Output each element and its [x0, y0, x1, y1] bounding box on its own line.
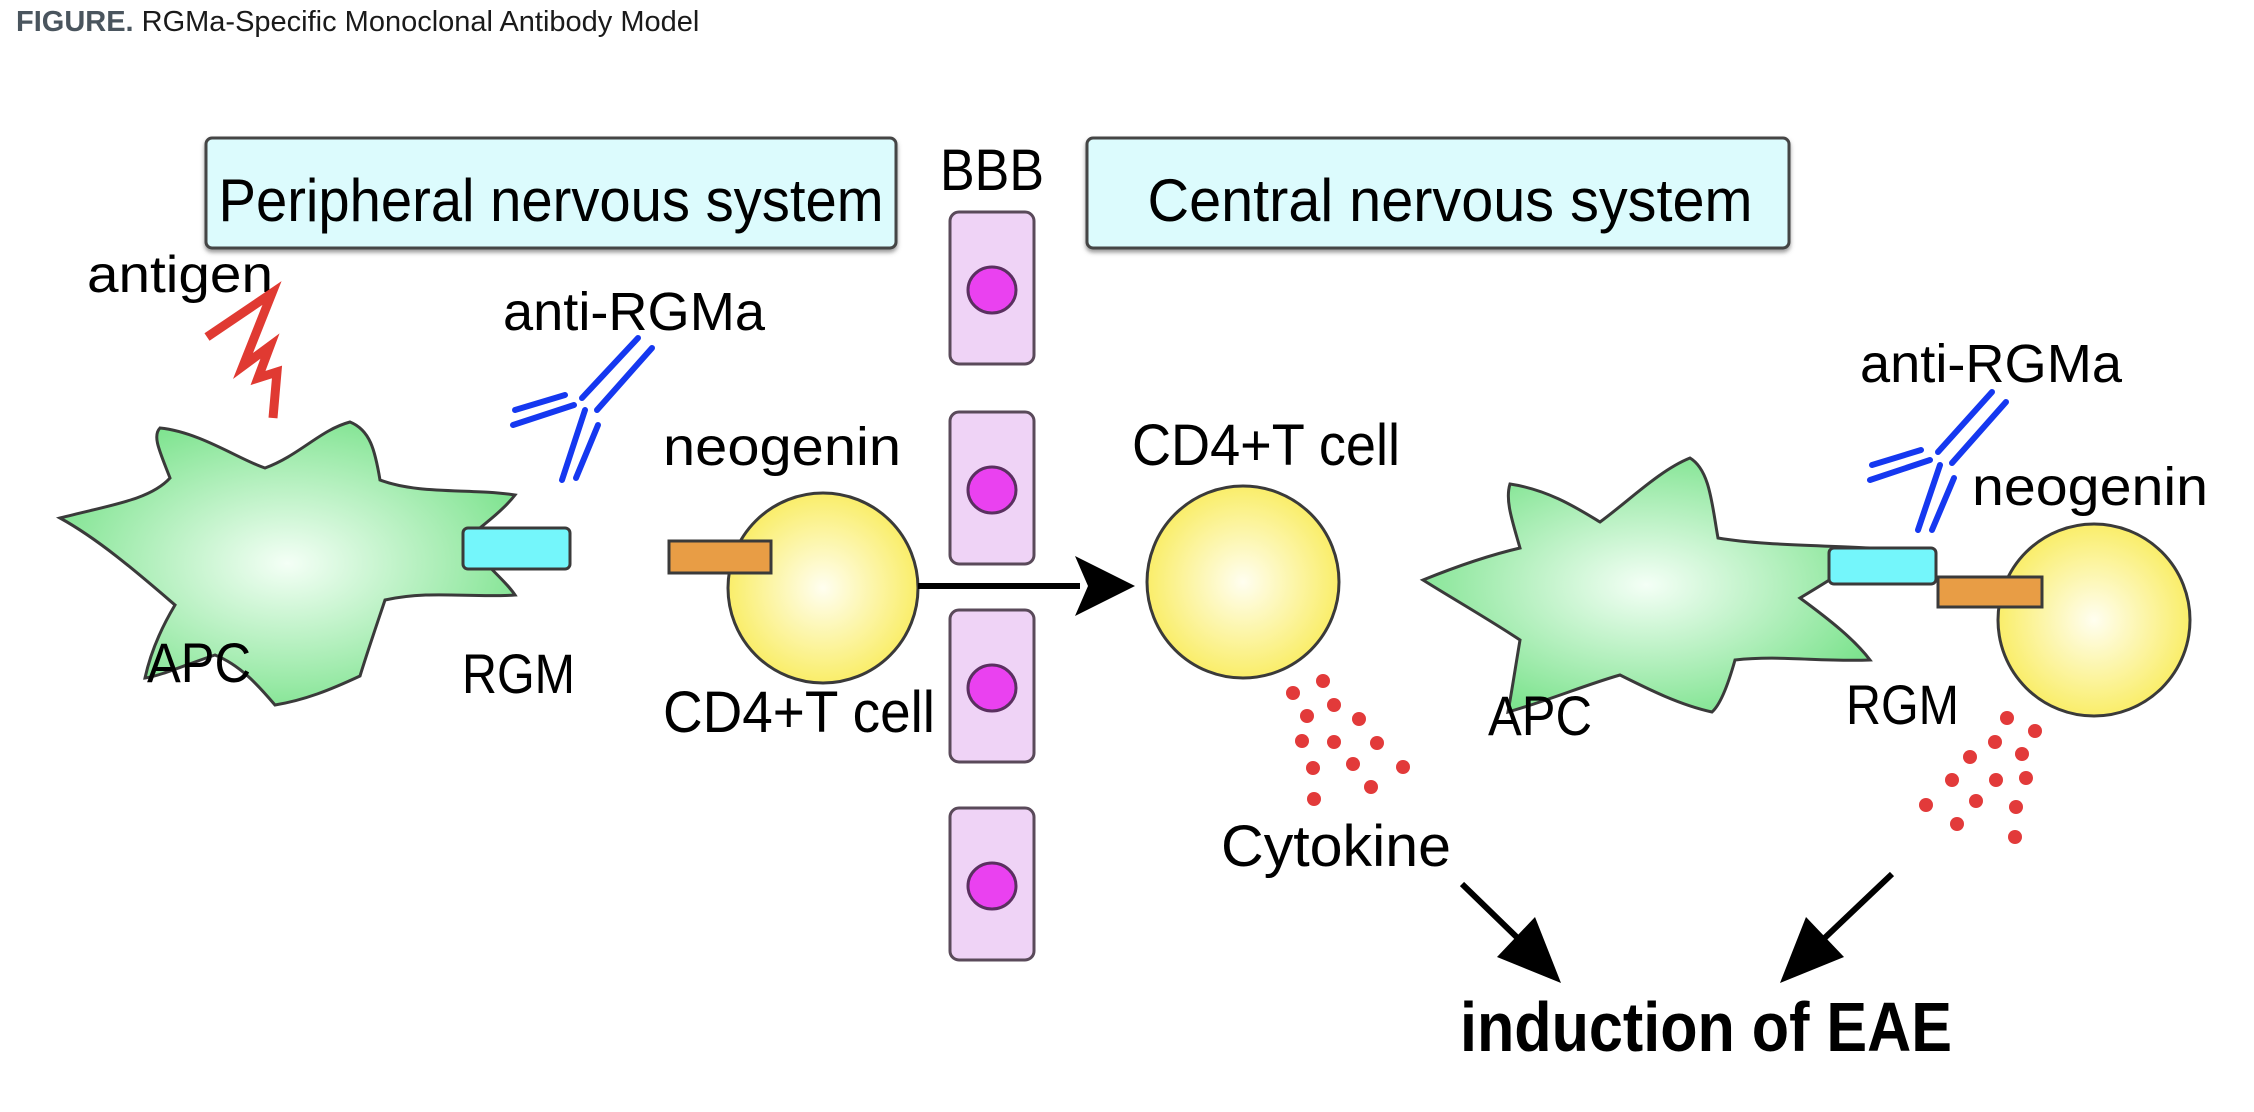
cytokine-dot: [1316, 674, 1330, 688]
cytokine-dot: [1346, 757, 1360, 771]
bbb-cell-nucleus: [966, 265, 1018, 315]
cd4-t-cell-left: [726, 491, 920, 685]
cytokine-dot: [2028, 724, 2042, 738]
bbb-label: BBB: [940, 138, 1044, 203]
neogenin-label-right: neogenin: [1972, 457, 2208, 517]
peripheral-region-box: Peripheral nervous system: [204, 136, 898, 250]
cd4-label-center: CD4+T cell: [1132, 413, 1400, 478]
antigen-label: antigen: [87, 246, 273, 304]
neogenin-receptor-left: [667, 539, 773, 575]
bbb-cell-nucleus: [966, 465, 1018, 515]
cytokine-dot: [1370, 736, 1384, 750]
cytokine-dot: [1988, 735, 2002, 749]
figure-label: FIGURE.: [16, 6, 134, 38]
cytokine-dot: [1396, 760, 1410, 774]
neogenin-receptor-right: [1936, 575, 2044, 609]
outcome-label: induction of EAE: [1460, 988, 1952, 1066]
cytokine-dot: [1327, 698, 1341, 712]
apc-label-left: APC: [147, 631, 251, 694]
cytokine-label: Cytokine: [1221, 814, 1451, 879]
cytokine-cluster-right: [1919, 711, 2042, 844]
cytokine-dot: [1919, 798, 1933, 812]
central-box-rect: [1085, 136, 1791, 250]
antibody-icon-left: [510, 335, 655, 483]
rgm-receptor-left: [461, 526, 572, 571]
figure-title: FIGURE.RGMa-Specific Monoclonal Antibody…: [16, 6, 699, 39]
cytokine-dot: [1950, 817, 1964, 831]
rgm-label-right: RGM: [1846, 673, 1959, 736]
cd4-t-cell-center: [1145, 484, 1341, 680]
apc-cell-right: [1419, 456, 1874, 715]
rgm-label-left: RGM: [462, 642, 575, 705]
cytokine-dot: [1306, 761, 1320, 775]
cytokine-dot: [2015, 747, 2029, 761]
cytokine-dot: [1963, 750, 1977, 764]
arrow-right-to-outcome: [1780, 871, 1895, 983]
cytokine-cluster-center: [1286, 674, 1410, 806]
arrow-cytokine-to-outcome: [1459, 881, 1561, 983]
neogenin-label-left: neogenin: [663, 417, 901, 477]
cytokine-dot: [2008, 830, 2022, 844]
cytokine-dot: [1307, 792, 1321, 806]
central-region-box: Central nervous system: [1085, 136, 1791, 250]
cytokine-dot: [2000, 711, 2014, 725]
migration-arrow-head: [1075, 556, 1135, 616]
cytokine-dot: [1364, 780, 1378, 794]
bbb-cell: [948, 608, 1036, 764]
cytokine-dot: [1327, 735, 1341, 749]
apc-cell-left: [55, 420, 518, 707]
cytokine-dot: [1945, 773, 1959, 787]
apc-label-right: APC: [1488, 684, 1592, 747]
central-label: Central nervous system: [1148, 167, 1753, 234]
peripheral-box-rect: [204, 136, 898, 250]
bbb-cell-nucleus: [966, 861, 1018, 911]
cytokine-dot: [1286, 686, 1300, 700]
anti-rgma-label-left: anti-RGMa: [503, 282, 766, 342]
cytokine-dot: [2009, 800, 2023, 814]
cytokine-dot: [1295, 734, 1309, 748]
cytokine-dot: [1969, 794, 1983, 808]
antibody-icon-right: [1867, 389, 2009, 533]
anti-rgma-label-right: anti-RGMa: [1860, 334, 2123, 394]
cytokine-dot: [2019, 771, 2033, 785]
cytokine-dot: [1300, 709, 1314, 723]
antigen-icon: [204, 281, 283, 419]
cd4-label-left: CD4+T cell: [663, 680, 935, 745]
cytokine-dot: [1352, 712, 1366, 726]
t-cell-right: [1996, 522, 2192, 718]
rgm-receptor-right: [1827, 546, 1938, 586]
cytokine-dot: [1989, 773, 2003, 787]
bbb-cell: [948, 806, 1036, 962]
figure-caption: RGMa-Specific Monoclonal Antibody Model: [141, 6, 700, 38]
bbb-cell: [948, 410, 1036, 566]
bbb-cell-nucleus: [966, 663, 1018, 713]
peripheral-label: Peripheral nervous system: [219, 167, 884, 234]
bbb-cell: [948, 210, 1036, 366]
